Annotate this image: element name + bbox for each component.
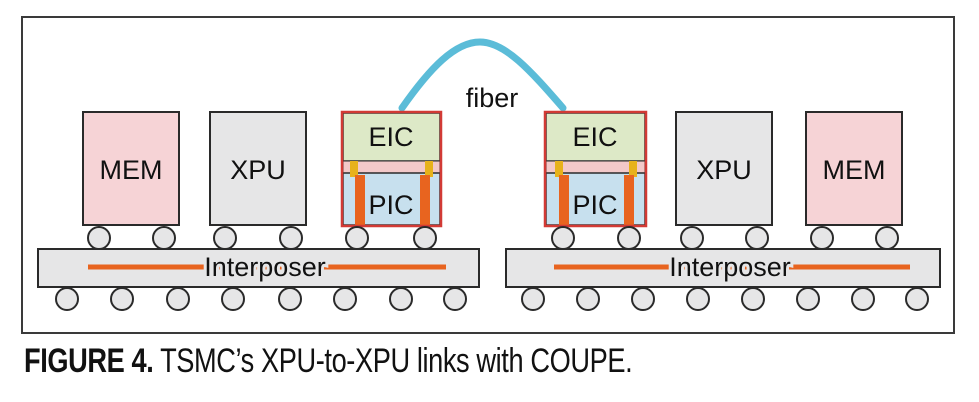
left-bottom-bumps: [55, 287, 467, 311]
left-via-orange-2: [420, 175, 430, 225]
caption-text: TSMC’s XPU-to-XPU links with COUPE.: [153, 342, 633, 380]
bump: [617, 226, 641, 250]
bump: [213, 226, 237, 250]
left-mem-chip: [82, 111, 180, 226]
right-coupe-stack: EIC PIC: [543, 110, 648, 228]
bump: [905, 287, 929, 311]
bump: [55, 287, 79, 311]
bump: [631, 287, 655, 311]
figure-caption: FIGURE 4. TSMC’s XPU-to-XPU links with C…: [24, 342, 633, 394]
bump: [333, 287, 357, 311]
bump: [551, 226, 575, 250]
bump: [680, 226, 704, 250]
caption-label: FIGURE 4.: [24, 342, 154, 380]
left-xpu-label: XPU: [230, 155, 286, 185]
right-top-bumps: [551, 226, 899, 250]
left-mem-label: MEM: [100, 155, 163, 185]
bump: [221, 287, 245, 311]
right-via-yellow-2: [629, 161, 637, 177]
bump: [851, 287, 875, 311]
bump: [389, 287, 413, 311]
bump: [279, 226, 303, 250]
right-via-orange-2: [624, 175, 634, 225]
left-coupe-stack: EIC PIC: [340, 110, 443, 228]
bump: [152, 226, 176, 250]
bump: [576, 287, 600, 311]
right-eic-label: EIC: [572, 122, 617, 152]
right-stack-border: [543, 110, 648, 228]
bump: [796, 287, 820, 311]
left-pic-label: PIC: [368, 190, 413, 220]
right-mem-label: MEM: [823, 155, 886, 185]
bump: [345, 226, 369, 250]
left-interposer-label: Interposer: [204, 252, 326, 282]
fiber-link: [398, 38, 567, 112]
bump: [413, 226, 437, 250]
bump: [686, 287, 710, 311]
figure-diagram: fiber Interposer MEM XPU EIC PIC: [21, 16, 955, 334]
left-via-yellow-2: [425, 161, 433, 177]
right-pic-label: PIC: [572, 190, 617, 220]
bump: [166, 287, 190, 311]
bump: [745, 226, 769, 250]
right-xpu-label: XPU: [696, 155, 752, 185]
bump: [110, 287, 134, 311]
right-xpu-chip: [675, 111, 773, 226]
bump: [741, 287, 765, 311]
bump: [278, 287, 302, 311]
right-via-yellow-1: [555, 161, 563, 177]
right-bottom-bumps: [521, 287, 929, 311]
left-stack-border: [340, 110, 443, 228]
left-via-orange-1: [355, 175, 365, 225]
bump: [521, 287, 545, 311]
fiber-label: fiber: [466, 83, 519, 113]
right-mem-chip: [805, 111, 903, 226]
right-via-orange-1: [559, 175, 569, 225]
bump: [87, 226, 111, 250]
bump: [875, 226, 899, 250]
left-eic-label: EIC: [368, 122, 413, 152]
bump: [810, 226, 834, 250]
left-top-bumps: [87, 226, 437, 250]
left-via-yellow-1: [350, 161, 358, 177]
right-interposer-label: Interposer: [669, 252, 791, 282]
left-xpu-chip: [209, 111, 307, 226]
bump: [443, 287, 467, 311]
